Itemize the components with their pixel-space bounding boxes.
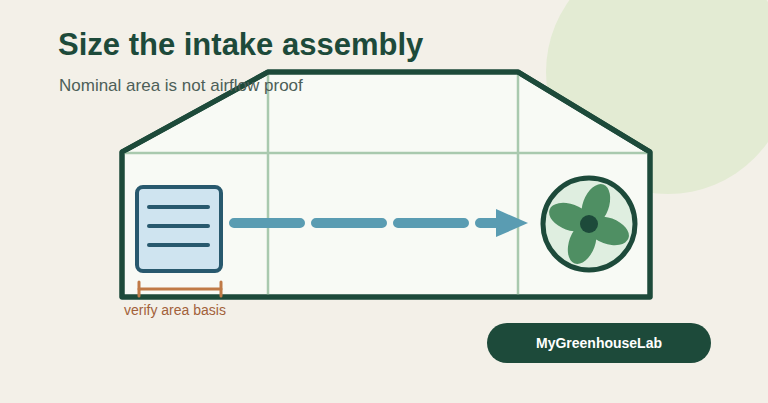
exhaust-fan (543, 178, 635, 270)
intake-louver (137, 187, 221, 271)
subtitle: Nominal area is not airflow proof (59, 76, 303, 96)
title: Size the intake assembly (58, 27, 423, 63)
brand-button: MyGreenhouseLab (487, 323, 711, 363)
dimension-bracket (139, 282, 221, 296)
brand-label: MyGreenhouseLab (536, 335, 662, 351)
airflow-arrow (234, 209, 528, 237)
area-note: verify area basis (124, 302, 226, 318)
greenhouse-outline (122, 72, 650, 297)
